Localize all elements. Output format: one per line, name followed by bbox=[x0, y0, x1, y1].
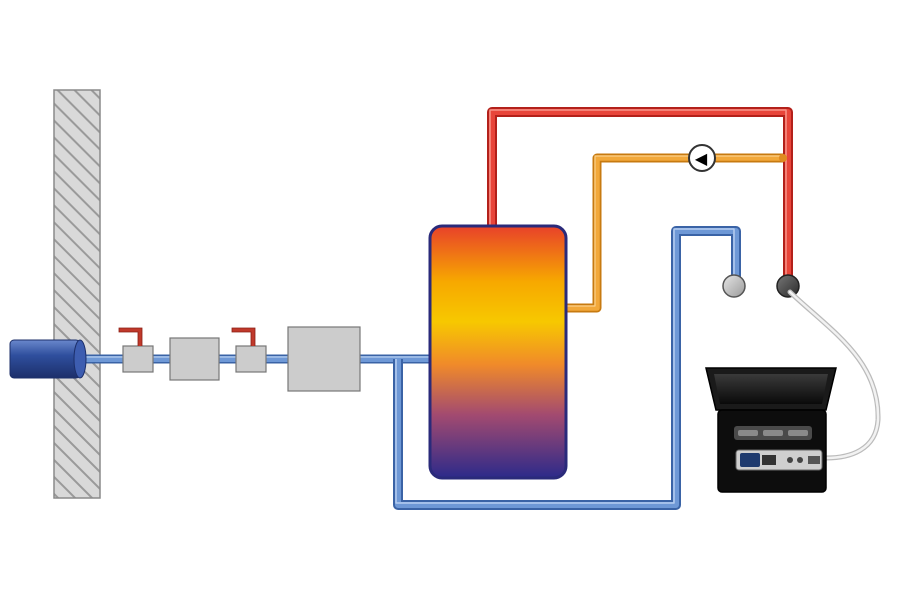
cold-tap-port bbox=[722, 274, 746, 298]
pressure-reducer bbox=[287, 326, 361, 392]
shutoff-valve-1 bbox=[118, 327, 154, 373]
filter-unit bbox=[169, 337, 220, 381]
circulation-pump: ◀ bbox=[688, 144, 716, 172]
measuring-instrument-case bbox=[705, 367, 837, 493]
shutoff-valve-2 bbox=[231, 327, 267, 373]
storage-tank bbox=[428, 224, 568, 480]
meter-device bbox=[735, 449, 823, 471]
hot-water-line bbox=[487, 107, 793, 285]
cold-water-loop bbox=[393, 226, 741, 510]
hot-tap-port bbox=[776, 274, 800, 298]
mains-pipe bbox=[9, 339, 87, 379]
wall bbox=[53, 89, 101, 499]
pump-arrow-icon: ◀ bbox=[695, 149, 708, 168]
